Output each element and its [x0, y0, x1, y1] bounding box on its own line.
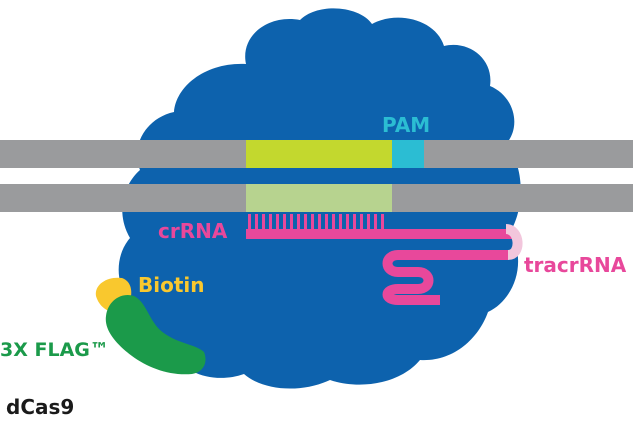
- crrna-tooth: [255, 214, 258, 231]
- crrna-teeth: [248, 214, 384, 231]
- crrna-tooth: [332, 214, 335, 231]
- crrna-tooth: [339, 214, 342, 231]
- biotin-label: Biotin: [138, 273, 205, 297]
- target-region-bottom: [246, 184, 392, 212]
- tracrrna-label: tracrRNA: [524, 253, 627, 277]
- crrna-tooth: [360, 214, 363, 231]
- crrna-tooth: [304, 214, 307, 231]
- crrna-tooth: [283, 214, 286, 231]
- crrna-tooth: [269, 214, 272, 231]
- crrna-tooth: [297, 214, 300, 231]
- crrna-tooth: [248, 214, 251, 231]
- crrna-tooth: [367, 214, 370, 231]
- pam-box: [392, 140, 424, 168]
- crrna-tooth: [353, 214, 356, 231]
- crrna-backbone: [246, 229, 512, 239]
- crrna-tooth: [262, 214, 265, 231]
- crrna-tooth: [311, 214, 314, 231]
- flag-label: 3X FLAG™: [0, 339, 109, 361]
- protein-label: dCas9: [6, 395, 74, 419]
- tracrrna-loop: [504, 224, 523, 260]
- target-region-top: [246, 140, 392, 168]
- crrna-label: crRNA: [158, 219, 228, 243]
- crrna-tooth: [276, 214, 279, 231]
- crrna-tooth: [290, 214, 293, 231]
- pam-label: PAM: [382, 113, 430, 137]
- crrna-tooth: [374, 214, 377, 231]
- crrna-tooth: [318, 214, 321, 231]
- crrna-tooth: [325, 214, 328, 231]
- crrna-tooth: [346, 214, 349, 231]
- flag-tag: [105, 294, 206, 375]
- tracrrna-strand: [382, 250, 508, 305]
- crrna-tooth: [381, 214, 384, 231]
